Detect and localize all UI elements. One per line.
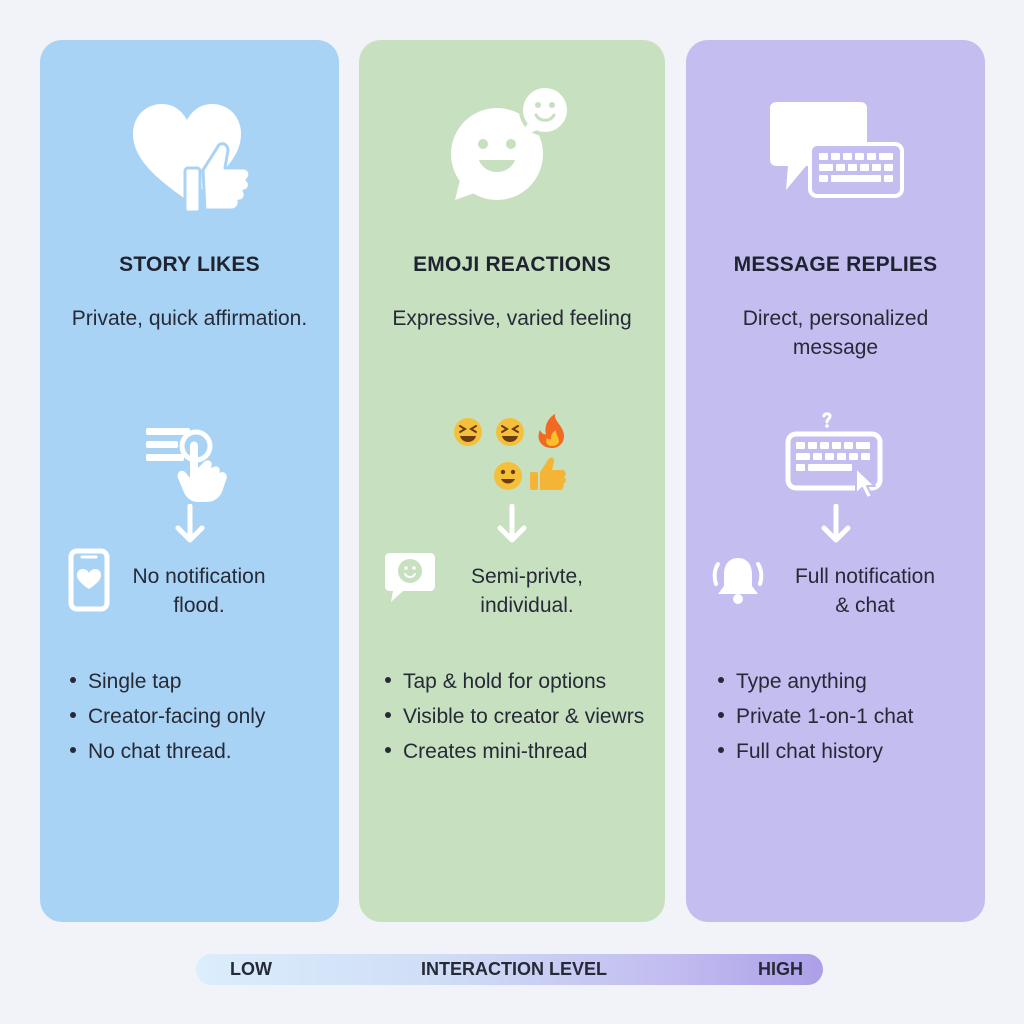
feature-list: Single tap Creator-facing only No chat t… — [70, 664, 265, 769]
fire-icon — [538, 414, 564, 448]
feature-list: Tap & hold for options Visible to creato… — [385, 664, 644, 769]
visibility-note: Semi-privte, individual. — [470, 565, 584, 617]
heart-thumbs-up-icon — [132, 104, 251, 214]
smiley-emoji-icon — [494, 462, 522, 490]
list-item: No chat thread. — [70, 734, 265, 769]
scale-title: INTERACTION LEVEL — [421, 959, 608, 979]
scale-low-label: LOW — [230, 959, 272, 979]
chat-keyboard-icon — [769, 102, 904, 198]
keyboard-cursor-icon — [785, 412, 882, 498]
list-item: Visible to creator & viewrs — [385, 699, 644, 734]
down-arrow-icon — [497, 504, 527, 543]
list-item: Creator-facing only — [70, 699, 265, 734]
list-item: Private 1-on-1 chat — [718, 699, 913, 734]
list-item: Single tap — [70, 664, 265, 699]
list-item: Tap & hold for options — [385, 664, 644, 699]
list-item: Full chat history — [718, 734, 913, 769]
notification-row: Full notification & chat — [686, 548, 985, 618]
column-title: STORY LIKES — [119, 253, 260, 276]
story-likes-panel: STORY LIKES Private, quick affirmation. … — [40, 40, 339, 922]
scale-high-label: HIGH — [758, 959, 803, 979]
column-subtitle: Direct, personalized message — [742, 307, 929, 359]
ringing-bell-icon — [712, 558, 764, 604]
column-title: EMOJI REACTIONS — [413, 253, 611, 276]
feature-list: Type anything Private 1-on-1 chat Full c… — [718, 664, 913, 769]
column-title: MESSAGE REPLIES — [733, 253, 938, 276]
thumbs-up-emoji-icon — [530, 457, 566, 490]
interaction-level-scale: LOW INTERACTION LEVEL HIGH — [196, 954, 823, 985]
notification-note: No notification flood. — [132, 565, 266, 617]
phone-heart-icon — [68, 548, 110, 612]
down-arrow-icon — [821, 504, 850, 543]
list-item: Type anything — [718, 664, 913, 699]
emoji-reactions-panel: EMOJI REACTIONS Expressive, varied feeli… — [359, 40, 665, 922]
laughing-emoji-icon — [454, 418, 482, 446]
column-subtitle: Expressive, varied feeling — [392, 307, 632, 330]
column-subtitle: Private, quick affirmation. — [71, 307, 308, 330]
down-arrow-icon — [175, 504, 204, 543]
notification-row: No notification flood. — [40, 548, 339, 618]
smiley-chat-icon — [385, 553, 435, 602]
emoji-cluster-icon — [454, 414, 566, 490]
visibility-row: Semi-privte, individual. — [359, 548, 665, 618]
message-replies-panel: MESSAGE REPLIES Direct, personalized mes… — [686, 40, 985, 922]
smiley-chat-bubbles-icon — [451, 84, 571, 200]
notification-note: Full notification & chat — [794, 565, 936, 617]
list-item: Creates mini-thread — [385, 734, 644, 769]
laughing-emoji-icon — [496, 418, 524, 446]
tap-hand-icon — [145, 428, 227, 502]
